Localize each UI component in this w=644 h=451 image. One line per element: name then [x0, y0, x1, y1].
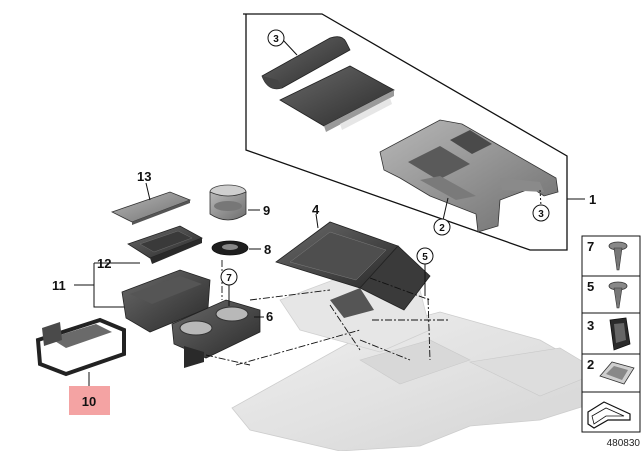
callout-c5 — [416, 247, 434, 265]
legend-cell-5 — [581, 275, 641, 314]
part-9-ashtray — [209, 184, 247, 221]
part-label-9: 9 — [263, 203, 270, 218]
callout-c2 — [433, 218, 451, 236]
screw-icon — [608, 281, 628, 309]
part-cover-panel — [279, 65, 395, 132]
part-label-4: 4 — [312, 202, 320, 217]
callout-text-c7: 7 — [226, 273, 232, 284]
part-label-13: 13 — [137, 169, 151, 184]
leader-c3b — [539, 189, 542, 207]
figure-number: 480830 — [607, 438, 641, 449]
leader-13 — [145, 182, 151, 201]
part-label-6: 6 — [266, 309, 273, 324]
callout-c7 — [220, 268, 238, 286]
screw-icon — [608, 241, 628, 271]
legend-num-2: 2 — [587, 357, 594, 372]
legend-num-7: 7 — [587, 239, 594, 254]
part-12-mat — [127, 225, 203, 264]
legend-num-3: 3 — [587, 318, 594, 333]
part-label-11: 11 — [52, 278, 66, 293]
part-label-10: 10 — [82, 394, 96, 409]
part-label-1: 1 — [589, 192, 596, 207]
part-trim-strip — [261, 36, 351, 90]
part-6-cupholder — [171, 299, 261, 368]
callout-text-c3b: 3 — [538, 209, 544, 220]
part-8-ring — [211, 240, 249, 256]
part-label-8: 8 — [264, 242, 271, 257]
view-arrow-icon — [587, 401, 631, 429]
bracket-11-lower — [93, 285, 124, 308]
legend-cell-7 — [581, 235, 641, 277]
callout-text-c2: 2 — [439, 223, 445, 234]
assembly-outline-1 — [243, 13, 568, 251]
part-13-mat — [110, 191, 192, 225]
clip-icon — [609, 317, 631, 351]
spring-clip-icon — [599, 361, 635, 385]
part-4-compartment — [275, 221, 431, 318]
part-label-12: 12 — [97, 256, 111, 271]
callout-c3a — [267, 29, 285, 47]
callout-c3b — [532, 204, 550, 222]
part-10-frame — [35, 317, 126, 377]
callout-text-c5: 5 — [422, 252, 428, 263]
highlight-box-10 — [69, 386, 110, 415]
bracket-11-upper — [74, 263, 95, 286]
leader-c3a — [282, 39, 298, 56]
leader-c2 — [442, 197, 449, 221]
fastener-legend: 7 5 3 2 — [581, 235, 641, 433]
part-trim-frame — [379, 119, 559, 233]
leader-4 — [315, 213, 319, 229]
callout-text-c3a: 3 — [273, 34, 279, 45]
legend-num-5: 5 — [587, 279, 594, 294]
